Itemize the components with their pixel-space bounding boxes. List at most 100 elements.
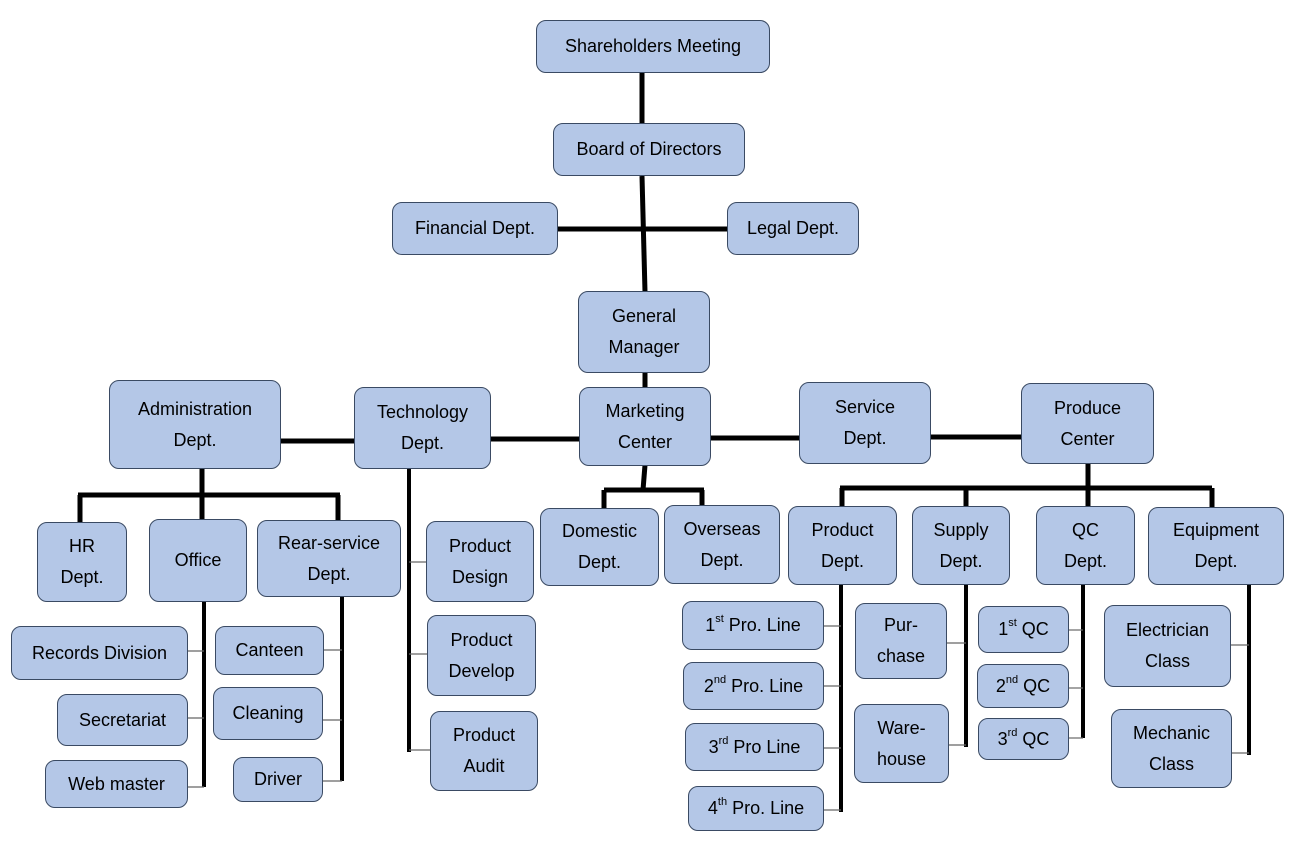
ordinal-text: QC — [1017, 728, 1050, 749]
canteen-label-line: Canteen — [235, 640, 304, 660]
ordinal-text: Pro Line — [728, 736, 801, 757]
warehouse-label-line: house — [876, 748, 927, 769]
ordinal-number: 1 — [998, 619, 1009, 639]
electrician-label-line: Electrician — [1125, 620, 1210, 640]
qc-label-line: QC — [1072, 519, 1099, 540]
overseas-label-line: Overseas — [683, 518, 761, 539]
mechanic-label-line: Class — [1148, 753, 1194, 774]
ordinal-suffix: th — [717, 796, 728, 808]
supply-label-line: Dept. — [939, 550, 983, 571]
hr-dept-box: HR Dept. — [37, 522, 127, 602]
pro-line-3-box: 3rd Pro Line — [685, 723, 824, 771]
ordinal-text: Pro. Line — [727, 798, 805, 818]
tech-label-line: Dept. — [400, 433, 445, 453]
mechanic-label-line: Mechanic — [1132, 722, 1211, 743]
service-label-line: Service — [834, 397, 896, 417]
ordinal-number: 2 — [995, 675, 1006, 696]
purchase-label-line: Pur- — [883, 615, 918, 635]
ordinal-text: QC — [1016, 619, 1049, 639]
office-box: Office — [149, 519, 247, 602]
domestic-label-line: Dept. — [577, 552, 622, 572]
pdesign-label-line: Product — [448, 535, 512, 556]
ordinal-number: 2 — [703, 675, 714, 696]
pdevelop-label-line: Product — [450, 629, 513, 650]
rear-label-line: Rear-service — [277, 532, 381, 553]
canteen-box: Canteen — [215, 626, 324, 675]
line4-label: 4th Pro. Line — [708, 793, 804, 824]
ordinal-number: 3 — [997, 728, 1008, 749]
purchase-box: Pur-chase — [855, 603, 947, 679]
records-division-box: Records Division — [11, 626, 188, 680]
line2-label: 2nd Pro. Line — [704, 671, 803, 702]
pdevelop-label-line: Develop — [448, 660, 515, 681]
ordinal-text: Pro. Line — [723, 615, 801, 635]
web-master-box: Web master — [45, 760, 188, 808]
qc1-label: 1st QC — [998, 614, 1049, 645]
paudit-label-line: Product — [452, 725, 516, 745]
supply-label-line: Supply — [933, 519, 989, 540]
webmaster-label-line: Web master — [68, 773, 165, 794]
ordinal-number: 3 — [708, 736, 719, 757]
secretariat-label-line: Secretariat — [78, 709, 167, 730]
electrician-label-line: Class — [1144, 651, 1190, 671]
pro-line-2-box: 2nd Pro. Line — [683, 662, 824, 710]
ordinal-number: 1 — [705, 615, 716, 635]
shareholders-label-line: Shareholders Meeting — [564, 36, 742, 56]
admin-label-line: Administration — [137, 398, 253, 419]
legal-dept-box: Legal Dept. — [727, 202, 859, 255]
warehouse-box: Ware-house — [854, 704, 949, 783]
tech-label-line: Technology — [376, 402, 469, 422]
qc2-label: 2nd QC — [996, 671, 1050, 702]
pro-line-4-box: 4th Pro. Line — [688, 786, 824, 831]
legal-label-line: Legal Dept. — [746, 218, 840, 238]
ordinal-number: 4 — [707, 798, 718, 818]
board-of-directors-box: Board of Directors — [553, 123, 745, 176]
ordinal-text: Pro. Line — [726, 675, 804, 696]
marketing-label-line: Center — [617, 431, 673, 452]
cleaning-box: Cleaning — [213, 687, 323, 740]
gm-label-line: General — [611, 306, 677, 326]
equipment-label-line: Equipment — [1172, 520, 1260, 540]
hr-label-line: HR — [69, 536, 95, 556]
ordinal-suffix: nd — [713, 673, 727, 686]
equipment-label-line: Dept. — [1194, 551, 1238, 571]
ordinal-suffix: rd — [1007, 726, 1018, 739]
qc3-label: 3rd QC — [998, 724, 1050, 755]
shareholders-meeting-box: Shareholders Meeting — [536, 20, 770, 73]
records-label-line: Records Division — [31, 642, 168, 663]
purchase-label-line: chase — [876, 646, 926, 666]
secretariat-box: Secretariat — [57, 694, 188, 746]
ordinal-suffix: st — [1008, 617, 1017, 629]
ordinal-suffix: nd — [1005, 673, 1019, 686]
line3-label: 3rd Pro Line — [709, 732, 801, 763]
ordinal-text: QC — [1018, 675, 1051, 696]
qc-2-box: 2nd QC — [977, 664, 1069, 708]
cleaning-label-line: Cleaning — [232, 703, 304, 723]
hr-label-line: Dept. — [60, 567, 104, 587]
ordinal-suffix: st — [715, 613, 724, 625]
proddept-label-line: Product — [811, 519, 874, 540]
warehouse-label-line: Ware- — [877, 717, 926, 738]
board-label-line: Board of Directors — [576, 139, 722, 159]
admin-label-line: Dept. — [173, 429, 217, 450]
marketing-label-line: Marketing — [605, 400, 685, 421]
driver-label-line: Driver — [254, 769, 302, 789]
paudit-label-line: Audit — [463, 756, 505, 776]
ordinal-suffix: rd — [718, 734, 729, 747]
driver-box: Driver — [233, 757, 323, 802]
